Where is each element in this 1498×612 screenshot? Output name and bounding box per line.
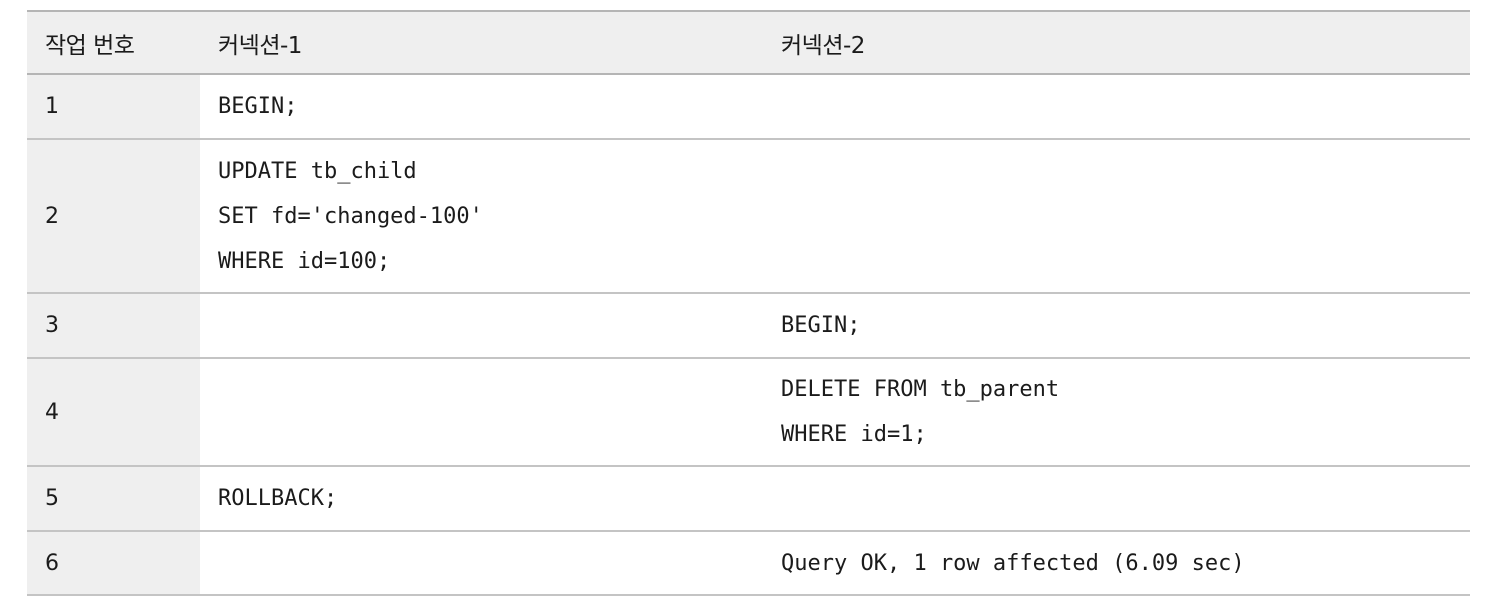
- table-row: 2 UPDATE tb_child SET fd='changed-100' W…: [27, 139, 1470, 294]
- step-number-cell: 5: [27, 466, 200, 532]
- connection-1-cell: BEGIN;: [200, 74, 763, 140]
- table-body: 1 BEGIN; 2 UPDATE tb_child SET fd='chang…: [27, 74, 1470, 596]
- connection-2-cell: DELETE FROM tb_parent WHERE id=1;: [763, 358, 1470, 467]
- table-row: 5 ROLLBACK;: [27, 466, 1470, 532]
- step-number-cell: 6: [27, 531, 200, 596]
- connection-2-cell: [763, 74, 1470, 140]
- connection-2-cell: BEGIN;: [763, 293, 1470, 359]
- step-number-cell: 1: [27, 74, 200, 140]
- header-connection-2: 커넥션-2: [763, 10, 1470, 75]
- header-connection-1: 커넥션-1: [200, 10, 763, 75]
- connection-1-cell: UPDATE tb_child SET fd='changed-100' WHE…: [200, 139, 763, 294]
- table-row: 3 BEGIN;: [27, 293, 1470, 359]
- table-row: 6 Query OK, 1 row affected (6.09 sec): [27, 531, 1470, 596]
- connection-2-cell: [763, 139, 1470, 294]
- connection-1-cell: [200, 293, 763, 359]
- table-row: 1 BEGIN;: [27, 74, 1470, 140]
- header-row: 작업 번호 커넥션-1 커넥션-2: [27, 10, 1470, 75]
- step-number-cell: 4: [27, 358, 200, 467]
- connection-1-cell: ROLLBACK;: [200, 466, 763, 532]
- sql-line: ROLLBACK;: [218, 486, 338, 511]
- step-number-cell: 2: [27, 139, 200, 294]
- connection-1-cell: [200, 531, 763, 596]
- sql-line: SET fd='changed-100': [218, 203, 483, 229]
- header-step-number: 작업 번호: [27, 10, 200, 75]
- sql-line: BEGIN;: [781, 313, 861, 338]
- table-row: 4 DELETE FROM tb_parent WHERE id=1;: [27, 358, 1470, 467]
- table-header: 작업 번호 커넥션-1 커넥션-2: [27, 10, 1470, 75]
- connection-2-cell: [763, 466, 1470, 532]
- sql-line: WHERE id=100;: [218, 248, 391, 274]
- step-number-cell: 3: [27, 293, 200, 359]
- sql-line: Query OK, 1 row affected (6.09 sec): [781, 550, 1245, 576]
- sql-line: DELETE FROM tb_parent: [781, 377, 1060, 402]
- sql-line: WHERE id=1;: [781, 422, 927, 447]
- transaction-steps-table: 작업 번호 커넥션-1 커넥션-2 1 BEGIN; 2 UPDATE tb_c…: [27, 10, 1470, 596]
- connection-1-cell: [200, 358, 763, 467]
- connection-2-cell: Query OK, 1 row affected (6.09 sec): [763, 531, 1470, 596]
- sql-line: BEGIN;: [218, 94, 298, 119]
- sql-line: UPDATE tb_child: [218, 158, 417, 184]
